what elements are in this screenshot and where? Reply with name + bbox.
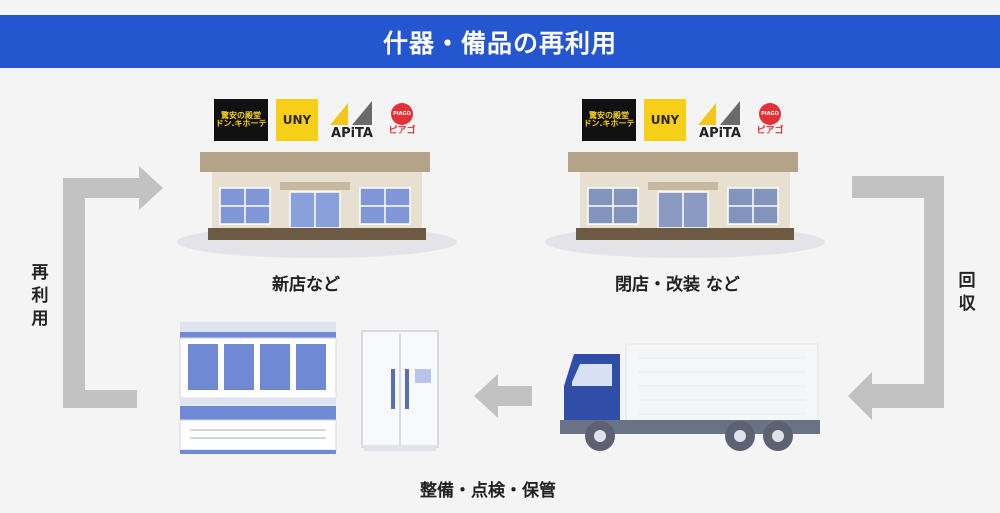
piago-logo: PIAGO ピアゴ bbox=[384, 99, 420, 141]
reuse-label: 再利用 bbox=[31, 263, 49, 329]
donki-logo-line1: 驚安の殿堂 bbox=[589, 110, 629, 120]
reuse-arrow-icon bbox=[63, 166, 163, 408]
uny-logo: UNY bbox=[276, 99, 318, 141]
donki-logo: 驚安の殿堂 ドン.キホーテ bbox=[582, 99, 636, 141]
uny-logo: UNY bbox=[644, 99, 686, 141]
truck-icon bbox=[560, 343, 820, 451]
maintenance-label: 整備・点検・保管 bbox=[420, 481, 556, 501]
apita-logo: APiTA bbox=[326, 99, 378, 141]
donki-logo-line2: ドン.キホーテ bbox=[583, 119, 635, 128]
piago-logo: PIAGO ピアゴ bbox=[752, 99, 788, 141]
piago-logo-text: ピアゴ bbox=[756, 126, 784, 137]
closed-store-icon bbox=[545, 152, 825, 258]
apita-mark-icon bbox=[330, 101, 372, 125]
left-arrow-icon bbox=[474, 374, 532, 418]
apita-logo-text: APiTA bbox=[699, 126, 741, 142]
donki-logo-line2: ドン.キホーテ bbox=[215, 119, 267, 128]
showcase-shelf-icon bbox=[179, 322, 337, 454]
piago-logo-text: ピアゴ bbox=[388, 126, 416, 137]
closed-store-label: 閉店・改装 など bbox=[615, 275, 740, 295]
apita-mark-icon bbox=[698, 101, 740, 125]
collect-arrow-icon bbox=[848, 176, 944, 420]
apita-logo-text: APiTA bbox=[331, 126, 373, 142]
donki-logo: 驚安の殿堂 ドン.キホーテ bbox=[214, 99, 268, 141]
page-title: 什器・備品の再利用 bbox=[0, 15, 1000, 68]
new-store-label: 新店など bbox=[272, 275, 340, 295]
refrigerator-icon bbox=[361, 330, 439, 451]
piago-badge-icon: PIAGO bbox=[391, 103, 413, 126]
piago-badge-icon: PIAGO bbox=[759, 103, 781, 126]
collect-label: 回収 bbox=[958, 271, 976, 314]
donki-logo-line1: 驚安の殿堂 bbox=[221, 110, 261, 120]
new-store-icon bbox=[177, 152, 457, 258]
apita-logo: APiTA bbox=[694, 99, 746, 141]
